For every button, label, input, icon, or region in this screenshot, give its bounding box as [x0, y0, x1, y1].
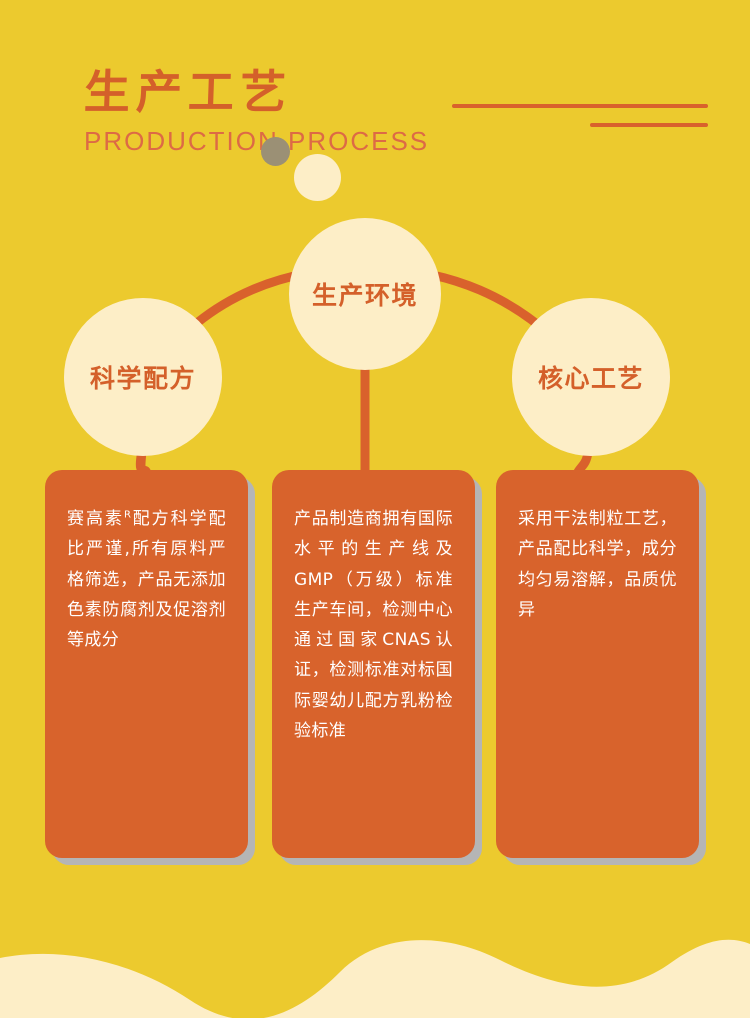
- page-subtitle: PRODUCTION PROCESS: [84, 125, 430, 156]
- decorative-rule-short: [590, 123, 708, 127]
- card-text-rest: 配方科学配比严谨,所有原料严格筛选，产品无添加色素防腐剂及促溶剂等成分: [67, 509, 227, 650]
- node-bubble-environment: 生产环境: [289, 218, 441, 370]
- info-card-core-process: 采用干法制粒工艺，产品配比科学，成分均匀易溶解，品质优异: [496, 470, 699, 858]
- accent-dot-gray-icon: [261, 137, 290, 166]
- info-card-formula: 赛高素R配方科学配比严谨,所有原料严格筛选，产品无添加色素防腐剂及促溶剂等成分: [45, 470, 248, 858]
- node-bubble-label: 核心工艺: [537, 364, 644, 393]
- node-bubble-label: 科学配方: [89, 364, 196, 393]
- node-bubble-label: 生产环境: [311, 281, 418, 310]
- decorative-rule-long: [452, 104, 708, 108]
- node-bubble-formula: 科学配方: [64, 298, 222, 456]
- registered-mark: R: [124, 509, 131, 521]
- info-card-text: 采用干法制粒工艺，产品配比科学，成分均匀易溶解，品质优异: [518, 509, 677, 620]
- info-card-text: 产品制造商拥有国际水平的生产线及GMP（万级）标准生产车间，检测中心通过国家CN…: [294, 509, 453, 741]
- page-title-block: 生产工艺 PRODUCTION PROCESS: [83, 65, 430, 157]
- card-text-prefix: 赛高素: [67, 509, 125, 529]
- page-title: 生产工艺: [83, 65, 293, 119]
- accent-dot-cream-icon: [294, 154, 341, 201]
- info-card-text: 赛高素R配方科学配比严谨,所有原料严格筛选，产品无添加色素防腐剂及促溶剂等成分: [67, 504, 226, 655]
- info-card-environment: 产品制造商拥有国际水平的生产线及GMP（万级）标准生产车间，检测中心通过国家CN…: [272, 470, 475, 858]
- node-bubble-core-process: 核心工艺: [512, 298, 670, 456]
